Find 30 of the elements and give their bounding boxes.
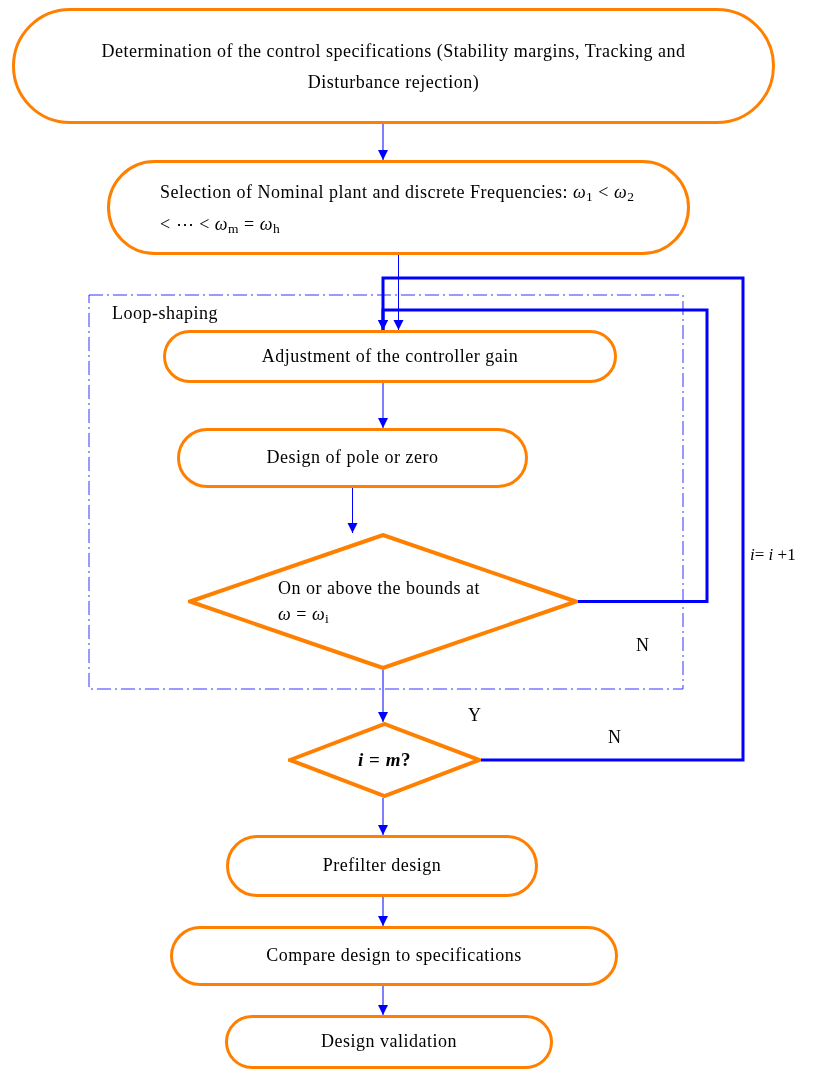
- node-text: Design of pole or zero: [266, 447, 439, 468]
- node-text: i = m?: [358, 748, 411, 770]
- terminal-box: [170, 926, 618, 986]
- node-text: Prefilter design: [322, 855, 442, 876]
- edge-label: N: [606, 728, 623, 746]
- arrow: [347, 487, 358, 534]
- edge-label: N: [634, 636, 651, 654]
- arrow: [393, 254, 404, 331]
- terminal-box: [177, 428, 528, 488]
- arrow: [378, 896, 388, 927]
- arrow: [378, 985, 388, 1016]
- loop-group-frame: [88, 294, 684, 690]
- arrow: [378, 276, 745, 762]
- terminal-box: [163, 330, 617, 383]
- edge-label: Y: [466, 706, 483, 724]
- node-text: Determination of the control specifications (Stability margins, Tracking and Disturbance rejection): [101, 40, 686, 92]
- node-text: Loop-shaping: [112, 303, 218, 323]
- node-text: Adjustment of the controller gain: [261, 345, 519, 366]
- increment-label: i= i +1: [750, 546, 796, 563]
- decision-diamond: [188, 533, 578, 670]
- arrow: [378, 382, 388, 429]
- arrow: [378, 797, 388, 836]
- arrow: [378, 123, 388, 161]
- arrow: [378, 669, 388, 723]
- node-text: Compare design to specifications: [266, 945, 522, 966]
- node-text: Design validation: [321, 1031, 457, 1052]
- node-text: Selection of Nominal plant and discrete Frequencies: ω$_{1}$ < ω$_{2}$ < ⋯ < ω$_{m}$ = ω$_{h}$: [160, 182, 635, 234]
- decision-diamond: [288, 722, 481, 798]
- terminal-box: [225, 1015, 553, 1069]
- node-text: On or above the bounds at ω = ω$_{i}$: [278, 578, 480, 624]
